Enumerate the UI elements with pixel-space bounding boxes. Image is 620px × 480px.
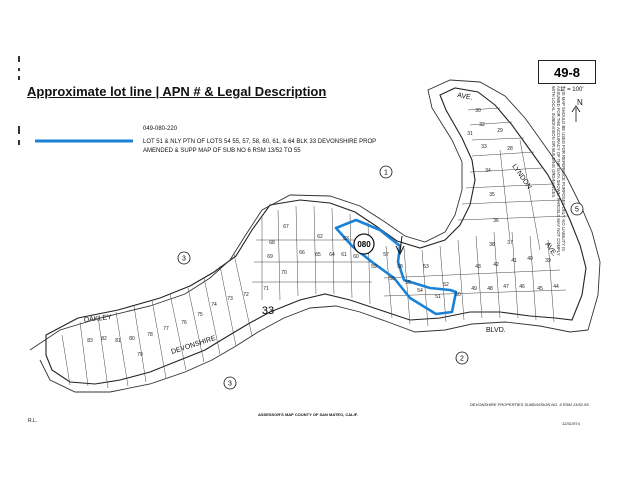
map-date: 12/31/974 xyxy=(562,421,580,426)
lot-number: 61 xyxy=(341,252,347,258)
lot-number: 83 xyxy=(87,338,93,344)
lot-number: 45 xyxy=(537,286,543,292)
street-oakley: OAKLEY xyxy=(83,314,112,324)
map-page-number: 49-8 xyxy=(538,60,596,84)
lot-number: 68 xyxy=(269,240,275,246)
lot-number: 47 xyxy=(503,284,509,290)
ref-3b: 3 xyxy=(228,381,232,388)
lot-number: 79 xyxy=(137,352,143,358)
lot-number: 67 xyxy=(283,224,289,230)
street-lyndon: LYNDON xyxy=(510,163,532,190)
north-arrow-icon xyxy=(571,105,581,122)
lot-number: 70 xyxy=(281,270,287,276)
parcel-arrow-icon xyxy=(395,235,405,256)
lot-number: 81 xyxy=(115,338,121,344)
map-title: Approximate lot line | APN # & Legal Des… xyxy=(27,84,327,99)
circled-refs: 1 3 3 2 5 xyxy=(177,165,584,390)
lot-number: 31 xyxy=(467,131,473,137)
street-ave-top: AVE. xyxy=(457,92,473,102)
lot-number: 29 xyxy=(497,128,503,134)
ref-1: 1 xyxy=(384,170,388,177)
lot-number: 42 xyxy=(493,262,499,268)
lot-numbers: 67 65 64 61 60 59 57 58 54 55 51 52 50 7… xyxy=(87,108,559,358)
map-disclaimer: THIS MAP SHOULD BE USED FOR REFERENCE PU… xyxy=(551,86,566,256)
lot-number: 43 xyxy=(475,264,481,270)
subdivision-footer: DEVONSHIRE PROPERTIES SUBDIVISION NO. 6 … xyxy=(470,402,589,407)
north-label: N xyxy=(577,98,583,107)
subject-parcel-outline xyxy=(334,218,458,316)
lot-number: 59 xyxy=(371,264,377,270)
lot-number: 41 xyxy=(511,258,517,264)
lot-number: 46 xyxy=(519,284,525,290)
ref-2: 2 xyxy=(460,356,464,363)
lot-number: 60 xyxy=(353,254,359,260)
lot-number: 71 xyxy=(263,286,269,292)
lot-number: 49 xyxy=(471,286,477,292)
lot-number: 35 xyxy=(489,192,495,198)
lot-number: 33 xyxy=(481,144,487,150)
lot-number: 62 xyxy=(317,234,323,240)
lot-number: 53 xyxy=(423,264,429,270)
street-outline-upper xyxy=(45,87,587,385)
street-devonshire: DEVONSHIRE xyxy=(170,335,216,356)
lot-number: 48 xyxy=(487,286,493,292)
lot-number: 65 xyxy=(315,252,321,258)
lot-number: 77 xyxy=(163,326,169,332)
lot-number: 56 xyxy=(389,276,395,282)
road-outer-edge xyxy=(29,79,601,351)
side-marks xyxy=(17,56,21,146)
block-number-080: 080 xyxy=(357,240,371,249)
lot-number: 36 xyxy=(493,218,499,224)
ref-3a: 3 xyxy=(182,256,186,263)
lot-number: 78 xyxy=(147,332,153,338)
lot-number: 37 xyxy=(507,240,513,246)
lot-number: 39 xyxy=(545,258,551,264)
ref-5: 5 xyxy=(575,207,579,214)
lot-number: 40 xyxy=(527,256,533,262)
lot-number: 76 xyxy=(181,320,187,326)
lot-number: 57 xyxy=(383,252,389,258)
assessor-footer: ASSESSOR'S MAP COUNTY OF SAN MATEO, CALI… xyxy=(258,412,358,417)
lot-number: 75 xyxy=(197,312,203,318)
apn-number: 049-080-220 xyxy=(143,126,178,132)
block-circle xyxy=(353,233,375,255)
lot-number: 74 xyxy=(211,302,217,308)
lot-number: 30 xyxy=(475,108,481,114)
lot-number: 58 xyxy=(397,264,403,270)
lot-number: 64 xyxy=(329,252,335,258)
lot-number: 66 xyxy=(299,250,305,256)
lot-number: 54 xyxy=(417,288,423,294)
lot-number: 38 xyxy=(489,242,495,248)
legal-description: LOT 51 & NLY PTN OF LOTS 54 55, 57, 58, … xyxy=(143,139,377,154)
lot-number: 32 xyxy=(479,122,485,128)
lot-number: 80 xyxy=(129,336,135,342)
lot-number: 69 xyxy=(267,254,273,260)
lot-number: 51 xyxy=(435,294,441,300)
lot-number: 82 xyxy=(101,336,107,342)
lot-number: 73 xyxy=(227,296,233,302)
lot-number: 50 xyxy=(455,292,461,298)
map-scale: 1" = 100' xyxy=(560,87,584,93)
lot-number: 34 xyxy=(485,168,491,174)
lot-number: 72 xyxy=(243,292,249,298)
lot-number: 28 xyxy=(507,146,513,152)
lot-number: 55 xyxy=(405,280,411,286)
lot-number: 52 xyxy=(443,282,449,288)
block-number-33: 33 xyxy=(262,305,274,317)
road-lower-edge xyxy=(39,305,589,393)
lot-number: 44 xyxy=(553,284,559,290)
street-blvd: BLVD. xyxy=(486,327,506,334)
lot-number: 63 xyxy=(343,236,349,242)
reference-mark: R.L. xyxy=(28,418,38,424)
lot-lines xyxy=(61,107,569,389)
